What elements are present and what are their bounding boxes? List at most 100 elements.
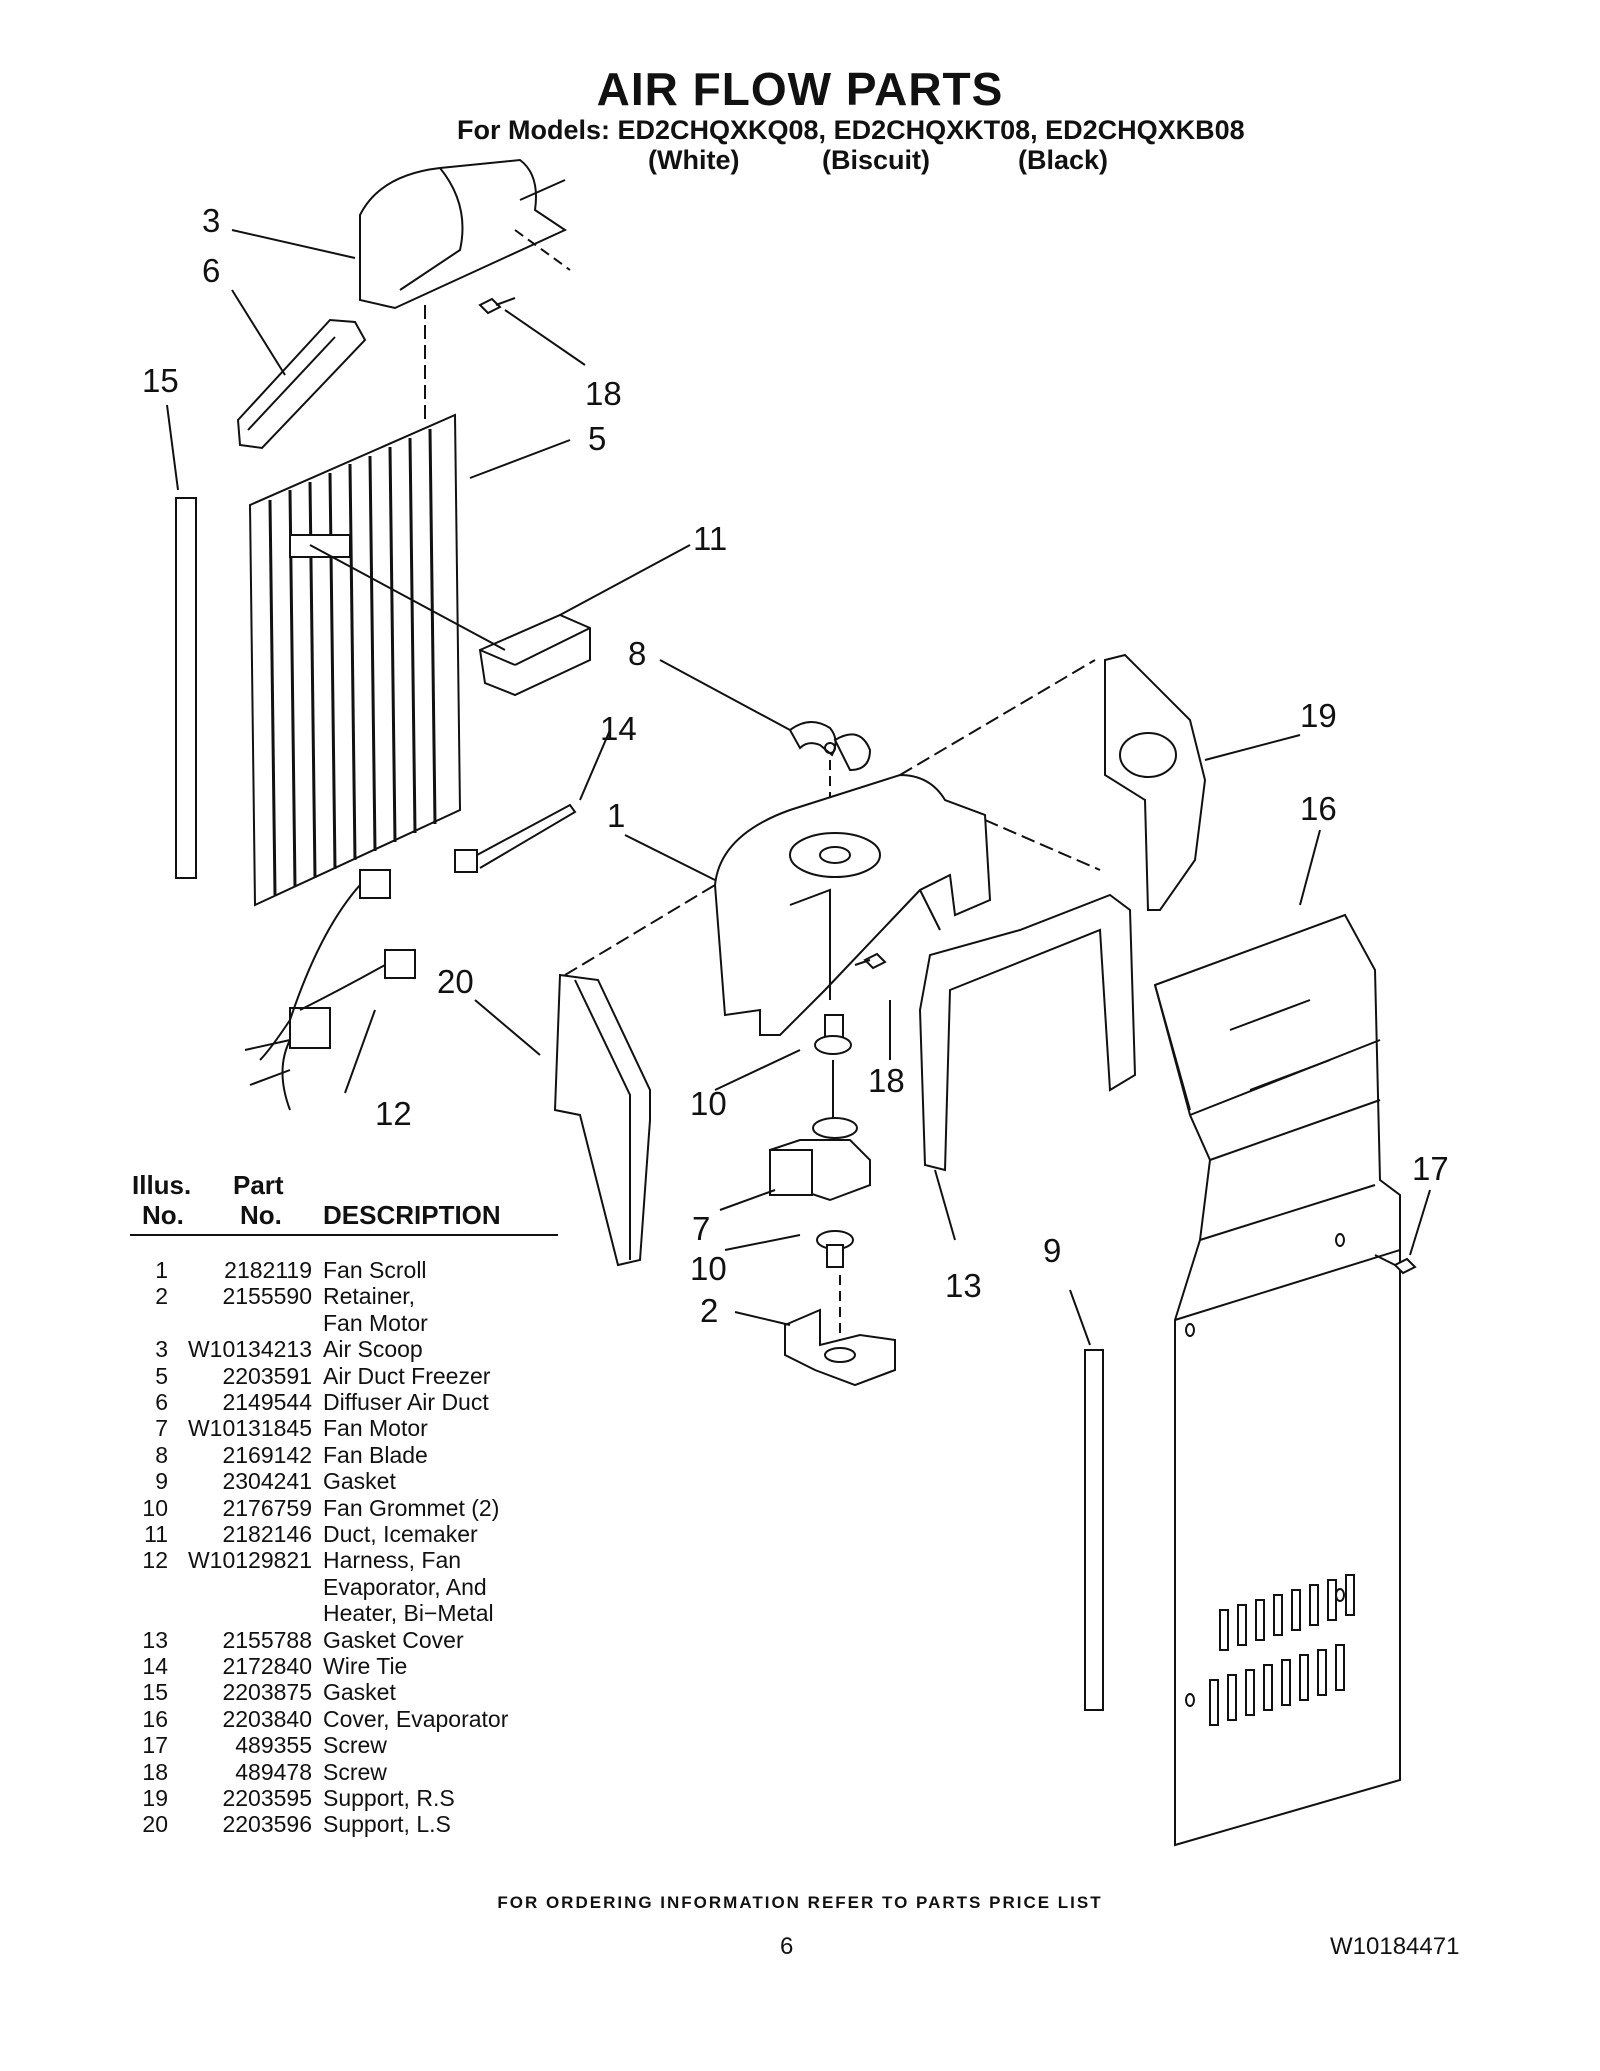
callout-15: 15 <box>142 362 179 399</box>
callout-12: 12 <box>375 1095 412 1132</box>
cell-illus-no: 14 <box>142 1653 168 1679</box>
gasket-cover-part <box>918 893 1137 1172</box>
callout-14: 14 <box>600 710 637 747</box>
cell-description: Retainer, <box>323 1283 416 1310</box>
cell-illus-no: 15 <box>142 1679 168 1706</box>
cell-part-no: 2203591 <box>222 1362 312 1389</box>
fan-blade-part <box>788 721 872 772</box>
callout-11: 11 <box>693 520 727 557</box>
cell-part-no: 2203595 <box>222 1785 312 1811</box>
cell-part-no: 2176759 <box>222 1494 312 1521</box>
screw-18-mid <box>854 952 887 970</box>
cell-description: Air Duct Freezer <box>323 1362 491 1389</box>
cell-part-no: 2203875 <box>222 1679 312 1706</box>
table-divider <box>130 1234 558 1236</box>
icemaker-duct-part <box>478 613 591 697</box>
cell-description: Gasket <box>323 1468 396 1495</box>
cell-illus-no: 9 <box>155 1468 168 1495</box>
variant-biscuit: (Biscuit) <box>822 145 930 175</box>
harness-part <box>244 869 416 1111</box>
header-description: DESCRIPTION <box>323 1200 501 1230</box>
cell-description: Support, L.S <box>323 1811 451 1838</box>
cell-illus-no: 18 <box>142 1758 168 1785</box>
cell-illus-no: 19 <box>142 1785 168 1811</box>
cell-description: Wire Tie <box>323 1653 408 1679</box>
cell-part-no: W10134213 <box>187 1336 312 1363</box>
ordering-footer: FOR ORDERING INFORMATION REFER TO PARTS … <box>497 1893 1103 1912</box>
cell-illus-no: 7 <box>155 1415 168 1442</box>
page-number: 6 <box>780 1933 794 1960</box>
header-part-1: Part <box>233 1170 284 1200</box>
diffuser-air-duct-part <box>236 318 367 450</box>
cell-part-no: 2155788 <box>222 1626 312 1653</box>
cell-illus-no: 20 <box>142 1811 168 1838</box>
callout-6: 6 <box>202 252 220 289</box>
cell-part-no: W10129821 <box>187 1547 312 1574</box>
callout-10-bottom: 10 <box>690 1250 727 1287</box>
cell-description: Evaporator, And <box>323 1573 487 1600</box>
cell-part-no: W10131845 <box>187 1415 312 1442</box>
header-part-2: No. <box>240 1200 282 1230</box>
cell-illus-no: 10 <box>142 1494 168 1521</box>
cell-part-no: 2169142 <box>222 1441 312 1468</box>
support-rs-part <box>1104 653 1207 911</box>
callout-2: 2 <box>700 1292 718 1329</box>
cell-illus-no: 16 <box>142 1705 168 1732</box>
callout-18-top: 18 <box>585 375 622 412</box>
cell-illus-no: 3 <box>155 1336 168 1363</box>
cell-illus-no: 2 <box>155 1283 168 1310</box>
cell-part-no: 2182119 <box>224 1257 312 1283</box>
callout-8: 8 <box>628 635 646 672</box>
support-ls-part <box>553 973 651 1267</box>
gasket-15-part <box>175 497 197 879</box>
callout-18-mid: 18 <box>868 1062 905 1099</box>
cell-illus-no: 1 <box>155 1257 168 1283</box>
callout-20: 20 <box>437 963 474 1000</box>
callout-16: 16 <box>1300 790 1337 827</box>
cell-part-no: 2155590 <box>222 1283 312 1310</box>
cell-illus-no: 12 <box>142 1547 168 1574</box>
cell-part-no: 489478 <box>235 1758 312 1785</box>
cell-description: Heater, Bi−Metal <box>323 1600 494 1627</box>
callout-3: 3 <box>202 202 220 239</box>
cell-part-no: 2172840 <box>222 1653 312 1679</box>
document-number: W10184471 <box>1330 1933 1460 1960</box>
cell-part-no: 2304241 <box>222 1468 312 1495</box>
cell-description: Air Scoop <box>323 1336 423 1363</box>
cell-part-no: 2203840 <box>222 1705 312 1732</box>
cell-description: Gasket <box>323 1679 396 1706</box>
cell-illus-no: 17 <box>142 1732 168 1759</box>
header-illus-2: No. <box>142 1200 184 1230</box>
variant-black: (Black) <box>1018 145 1109 175</box>
cell-description: Diffuser Air Duct <box>323 1389 489 1415</box>
cell-description: Duct, Icemaker <box>323 1521 478 1547</box>
callout-9: 9 <box>1043 1232 1061 1269</box>
screw-18-top <box>478 297 516 315</box>
fan-scroll-part <box>713 773 992 1036</box>
cell-illus-no: 8 <box>155 1441 168 1468</box>
cell-description: Harness, Fan <box>323 1547 462 1574</box>
header-illus-1: Illus. <box>132 1170 192 1200</box>
air-scoop-part <box>359 158 568 310</box>
screw-17-part <box>1374 1254 1417 1275</box>
cell-description: Screw <box>323 1758 387 1785</box>
evaporator-cover-part <box>1153 913 1401 1847</box>
retainer-part <box>784 1308 896 1387</box>
cell-description: Fan Scroll <box>323 1257 427 1283</box>
cell-illus-no: 5 <box>155 1362 168 1389</box>
cell-illus-no: 13 <box>142 1626 168 1653</box>
cell-description: Fan Blade <box>323 1441 428 1468</box>
leader-lines <box>166 229 1431 1346</box>
fan-grommet-bottom <box>816 1230 854 1268</box>
page-title: AIR FLOW PARTS <box>596 63 1004 115</box>
cell-description: Cover, Evaporator <box>323 1705 509 1732</box>
models-line: For Models: ED2CHQXKQ08, ED2CHQXKT08, ED… <box>457 115 1245 145</box>
cell-description: Fan Grommet (2) <box>323 1494 500 1521</box>
cell-part-no: 2182146 <box>222 1521 312 1547</box>
callout-13: 13 <box>945 1267 982 1304</box>
cell-description: Gasket Cover <box>323 1626 464 1653</box>
callout-19: 19 <box>1300 697 1337 734</box>
variant-white: (White) <box>648 145 740 175</box>
cell-illus-no: 11 <box>144 1521 168 1547</box>
